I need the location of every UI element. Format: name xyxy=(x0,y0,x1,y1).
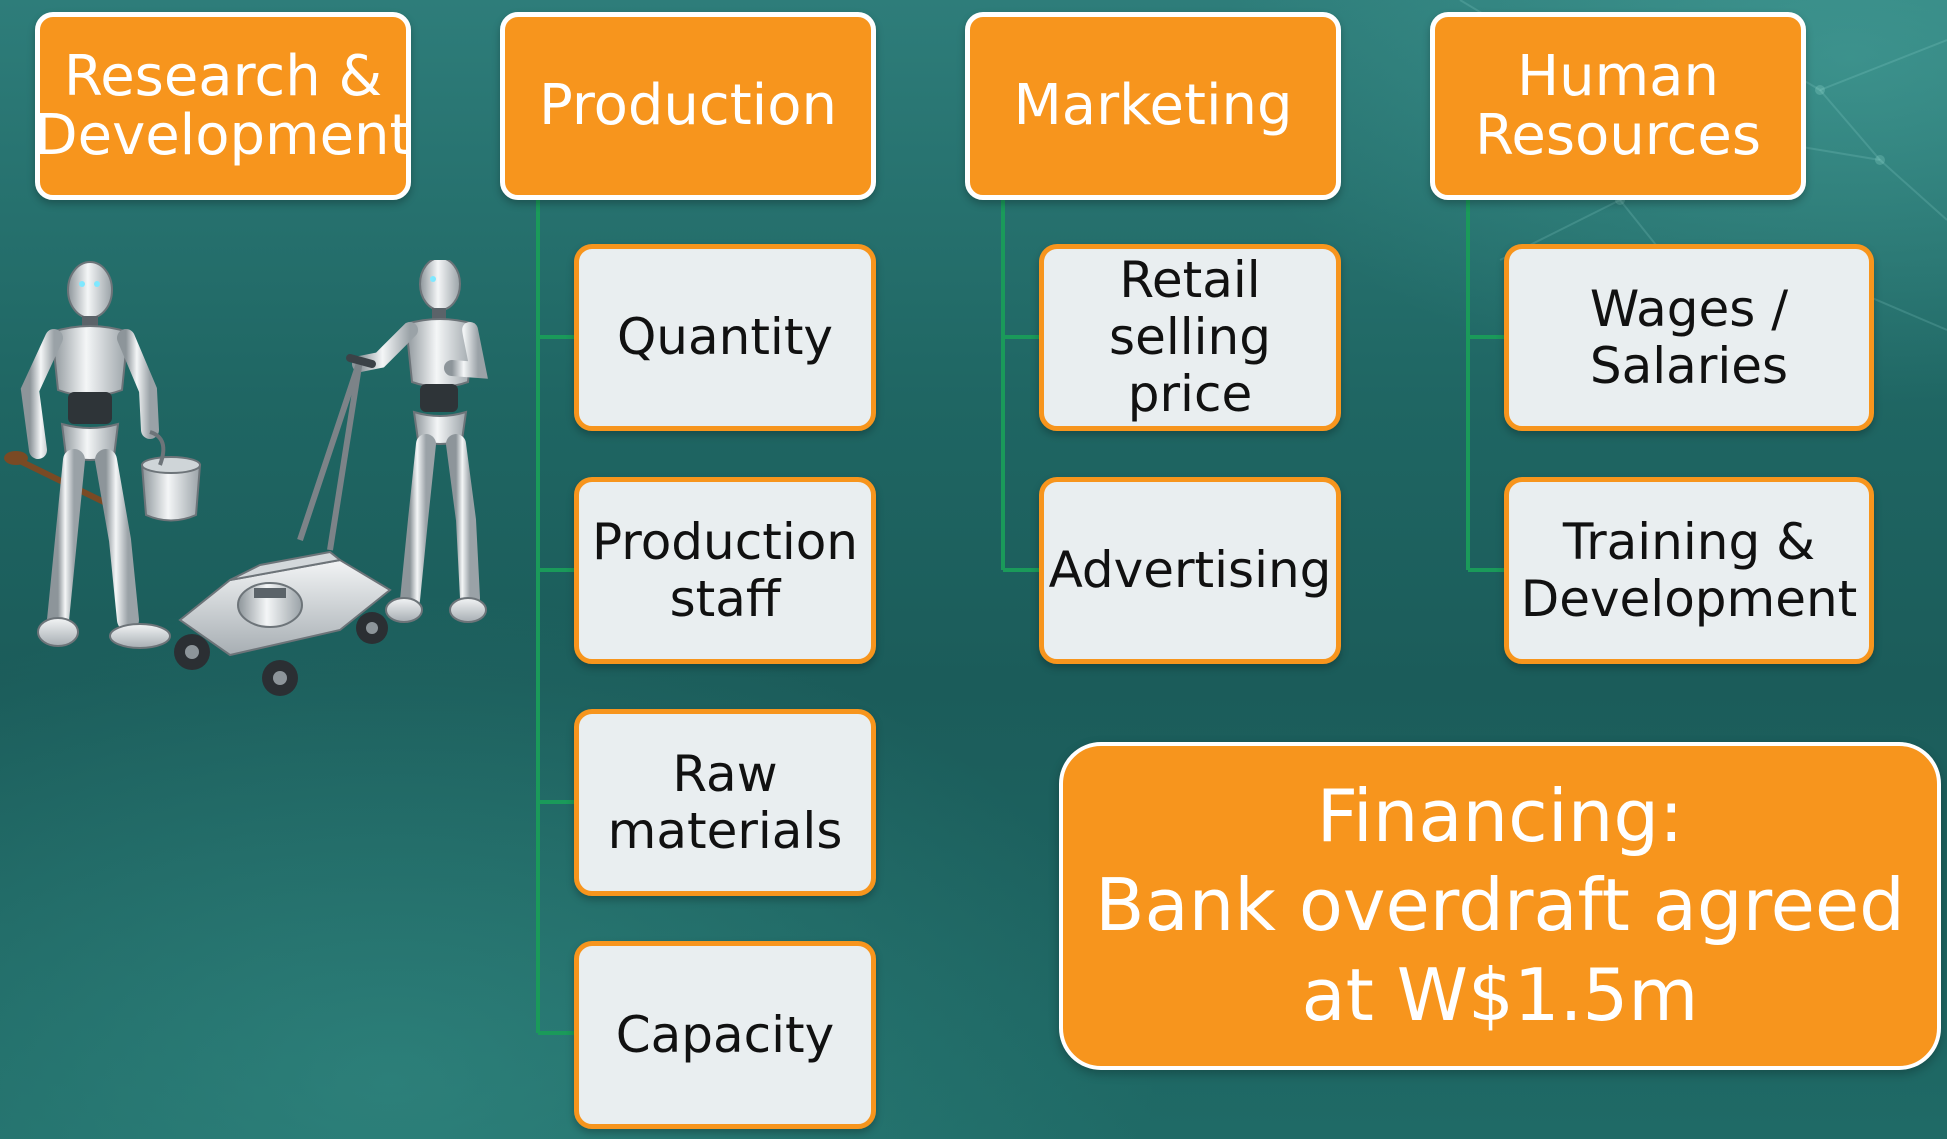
header-human-resources: Human Resources xyxy=(1430,12,1806,200)
production-item-quantity: Quantity xyxy=(574,244,876,431)
header-human-resources-label: Human Resources xyxy=(1475,43,1761,168)
production-item-label: Raw materials xyxy=(607,744,843,860)
marketing-item-label: Retail selling price xyxy=(1109,251,1271,423)
marketing-item-retail-selling-price: Retail selling price xyxy=(1039,244,1341,431)
production-item-capacity: Capacity xyxy=(574,941,876,1129)
production-item-label: Capacity xyxy=(615,1005,835,1064)
production-item-production-staff: Production staff xyxy=(574,477,876,664)
hr-item-label: Training & Development xyxy=(1520,512,1858,628)
lawn-mower xyxy=(174,354,392,696)
hr-item-label: Wages / Salaries xyxy=(1589,279,1789,395)
header-research-development: Research & Development xyxy=(34,12,412,200)
marketing-item-advertising: Advertising xyxy=(1039,477,1341,664)
production-item-raw-materials: Raw materials xyxy=(574,709,876,896)
robots-cooking-and-mowing-illustration xyxy=(4,260,488,696)
financing-box: Financing: Bank overdraft agreed at W$1.… xyxy=(1059,742,1941,1070)
header-marketing-label: Marketing xyxy=(1013,73,1293,139)
hr-item-wages-salaries: Wages / Salaries xyxy=(1504,244,1874,431)
header-production-label: Production xyxy=(539,73,837,139)
production-item-label: Production staff xyxy=(591,512,858,628)
robot-mowing xyxy=(352,260,488,623)
production-item-label: Quantity xyxy=(616,308,834,366)
robot-cook xyxy=(4,261,202,649)
marketing-item-label: Advertising xyxy=(1048,541,1332,599)
financing-text: Financing: Bank overdraft agreed at W$1.… xyxy=(1095,774,1905,1037)
header-research-development-label: Research & Development xyxy=(34,43,412,168)
header-production: Production xyxy=(500,12,876,200)
hr-item-training-development: Training & Development xyxy=(1504,477,1874,664)
header-marketing: Marketing xyxy=(965,12,1341,200)
